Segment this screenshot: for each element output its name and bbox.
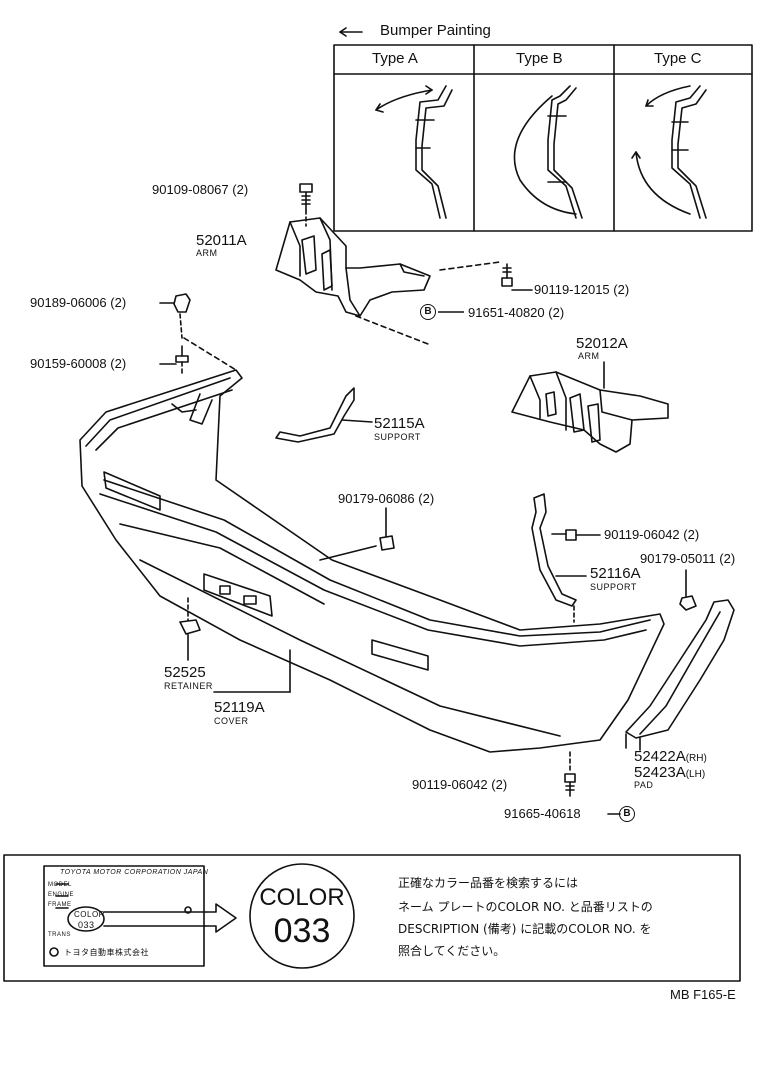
nameplate-model: MODEL bbox=[48, 882, 72, 888]
part-name-support-52115A: SUPPORT bbox=[374, 432, 421, 442]
instruction-line-2: ネーム プレートのCOLOR NO. と品番リストの bbox=[398, 900, 653, 914]
part-number-52116A: 52116A bbox=[590, 565, 641, 582]
instruction-line-4: 照合してください。 bbox=[398, 944, 506, 958]
nameplate-frame: FRAME bbox=[48, 902, 72, 908]
bumper-painting-title: Bumper Painting bbox=[380, 22, 491, 39]
part-name-support-52116A: SUPPORT bbox=[590, 582, 637, 592]
cover-leader bbox=[213, 649, 291, 693]
part-number-90119-06042-upper: 90119-06042 (2) bbox=[604, 527, 700, 542]
part-number-52525: 52525 bbox=[164, 664, 206, 681]
type-b-label: Type B bbox=[516, 50, 563, 67]
bolt-90109-08067 bbox=[299, 183, 313, 227]
color-badge-label: COLOR bbox=[259, 884, 345, 911]
bolt-90119-06042-upper bbox=[551, 529, 601, 541]
nut-90179-06086 bbox=[319, 507, 395, 561]
type-b-profile bbox=[513, 85, 583, 219]
retainer-52525-drawing bbox=[179, 597, 201, 661]
screw-90159-60008 bbox=[159, 345, 189, 377]
clip-90179-05011 bbox=[679, 569, 697, 611]
bolt-90119-12015 bbox=[501, 263, 533, 291]
part-number-90159-60008: 90159-60008 (2) bbox=[30, 356, 127, 371]
part-name-retainer-52525: RETAINER bbox=[164, 681, 213, 691]
part-number-91665-40618: 91665-40618 bbox=[504, 806, 581, 821]
part-name-pad: PAD bbox=[634, 780, 654, 790]
part-number-52119A: 52119A bbox=[214, 699, 265, 716]
part-name-arm-52012A: ARM bbox=[578, 351, 600, 361]
bumper-cover-drawing bbox=[79, 369, 665, 753]
nameplate-company-jp: トヨタ自動車株式会社 bbox=[64, 948, 149, 957]
part-number-90189-06006: 90189-06006 (2) bbox=[30, 295, 127, 310]
figure-code: MB F165-E bbox=[670, 987, 736, 1002]
part-number-90119-12015: 90119-12015 (2) bbox=[534, 282, 630, 297]
part-number-52423A: 52423A(LH) bbox=[634, 764, 706, 781]
part-number-90119-06042-lower: 90119-06042 (2) bbox=[412, 777, 508, 792]
arm-52011A-drawing bbox=[275, 217, 501, 345]
part-number-52115A: 52115A bbox=[374, 415, 425, 432]
bolt-90119-06042-lower bbox=[564, 751, 576, 797]
type-a-label: Type A bbox=[372, 50, 418, 67]
painting-type-table bbox=[333, 27, 753, 232]
instruction-line-1: 正確なカラー品番を検索するには bbox=[398, 876, 579, 890]
type-c-profile bbox=[631, 85, 707, 219]
part-number-90109-08067: 90109-08067 (2) bbox=[152, 182, 249, 197]
part-number-52011A: 52011A bbox=[196, 232, 247, 249]
support-52115A-drawing bbox=[275, 387, 373, 443]
arm-52012A-drawing bbox=[511, 361, 669, 453]
part-number-91651-40820: 91651-40820 (2) bbox=[468, 305, 565, 320]
nameplate-engine: ENGINE bbox=[48, 892, 75, 898]
type-a-profile bbox=[375, 85, 453, 219]
pad-52422A-drawing bbox=[625, 599, 735, 751]
part-name-arm-52011A: ARM bbox=[196, 248, 218, 258]
clip-90189-06006 bbox=[159, 293, 237, 371]
color-badge-circle bbox=[249, 863, 355, 969]
part-name-cover-52119A: COVER bbox=[214, 716, 249, 726]
type-c-label: Type C bbox=[654, 50, 702, 67]
support-52116A-drawing bbox=[531, 493, 587, 623]
reference-b-marker-lower: B bbox=[619, 806, 635, 822]
nameplate-color-code: 033 bbox=[78, 920, 95, 930]
instruction-line-3: DESCRIPTION (備考) に記載のCOLOR NO. を bbox=[398, 922, 652, 936]
part-number-90179-06086: 90179-06086 (2) bbox=[338, 491, 435, 506]
nameplate-maker-line: TOYOTA MOTOR CORPORATION JAPAN bbox=[60, 869, 209, 876]
reference-b-marker-upper: B bbox=[420, 304, 436, 320]
nameplate-drawing bbox=[43, 865, 207, 967]
part-number-52012A: 52012A bbox=[576, 335, 628, 352]
part-number-90179-05011: 90179-05011 (2) bbox=[640, 551, 736, 566]
color-instruction-box bbox=[3, 854, 741, 982]
part-number-52422A: 52422A(RH) bbox=[634, 748, 707, 765]
nameplate-trans: TRANS bbox=[48, 932, 71, 938]
nameplate-color-label: COLOR bbox=[74, 910, 105, 919]
nameplate-arrow bbox=[205, 903, 237, 933]
color-badge-code: 033 bbox=[273, 912, 331, 950]
